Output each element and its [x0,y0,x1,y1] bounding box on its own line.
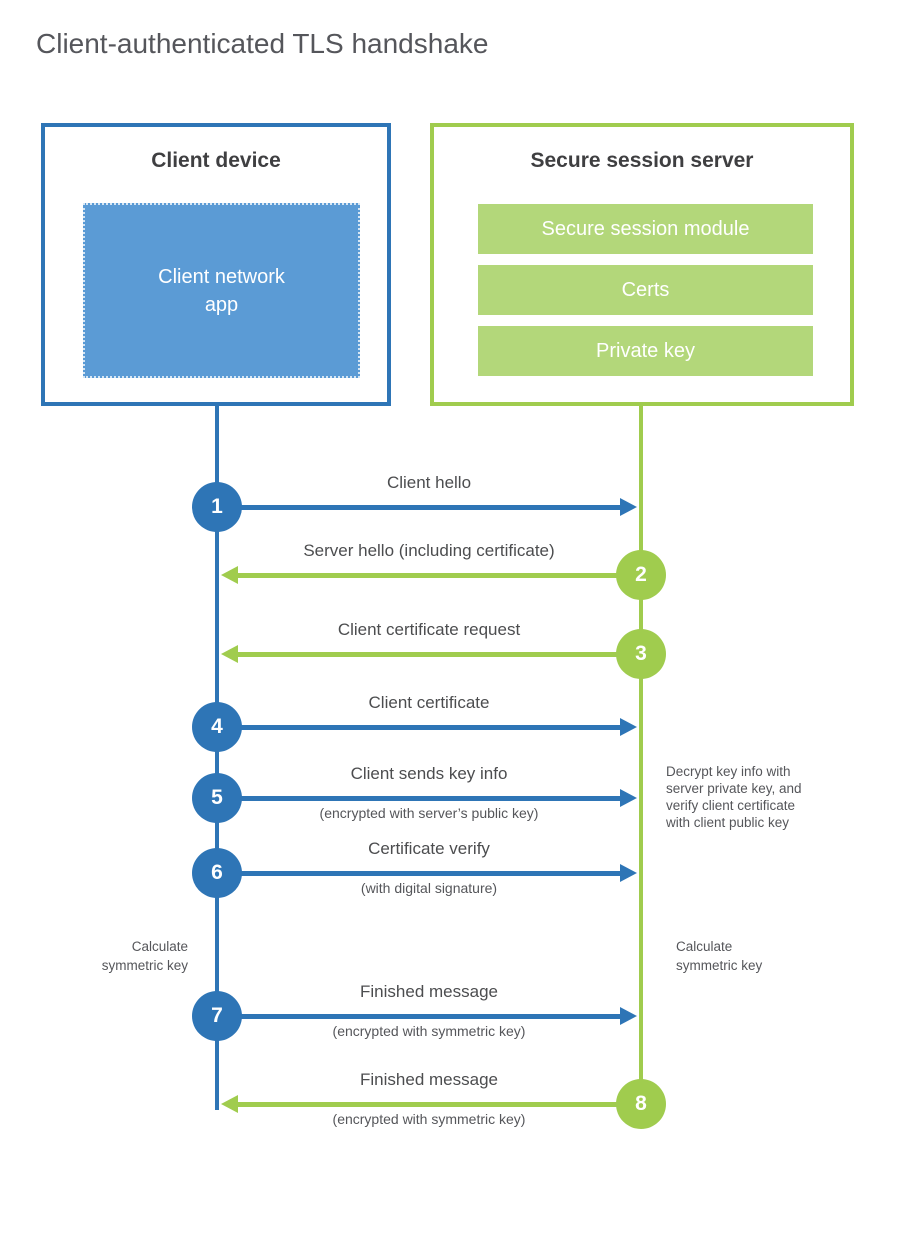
step-2-circle: 2 [616,550,666,600]
client-device-title: Client device [151,149,281,172]
step-1-arrow [217,505,622,510]
calculate-symmetric-key-left: Calculate symmetric key [101,939,188,973]
step-6-arrow [217,871,622,876]
step-8-arrow [236,1102,641,1107]
calculate-symmetric-key-right: Calculate symmetric key [676,939,763,973]
server-title: Secure session server [530,149,754,172]
arrow-left-icon [221,566,238,584]
step-2-label: Server hello (including certificate) [303,541,555,560]
arrow-left-icon [221,645,238,663]
client-device-box: Client device Client network app [41,123,391,406]
step-7-sublabel: (encrypted with symmetric key) [332,1023,526,1039]
step-3-number: 3 [635,642,647,665]
step-3-label: Client certificate request [337,620,521,639]
arrow-right-icon [620,789,637,807]
server-module-secure-session: Secure session module [478,204,813,254]
server-box: Secure session server Secure session mod… [430,123,854,406]
step-5-sublabel: (encrypted with server’s public key) [319,805,539,821]
arrow-right-icon [620,864,637,882]
step-2-arrow [236,573,641,578]
step-4-number: 4 [211,715,223,738]
step-3-circle: 3 [616,629,666,679]
arrow-right-icon [620,718,637,736]
step-6-number: 6 [211,861,223,884]
step-7-number: 7 [211,1004,223,1027]
arrow-left-icon [221,1095,238,1113]
step-8-number: 8 [635,1092,647,1115]
step-4-circle: 4 [192,702,242,752]
step-8-sublabel: (encrypted with symmetric key) [332,1111,526,1127]
server-lifeline [639,406,643,1106]
step-6-label: Certificate verify [368,839,490,858]
server-module-certs: Certs [478,265,813,315]
client-network-app-box: Client network app [83,203,360,378]
step-7-circle: 7 [192,991,242,1041]
server-module-private-key: Private key [478,326,813,376]
step-6-circle: 6 [192,848,242,898]
step-7-label: Finished message [360,982,498,1001]
decrypt-note: Decrypt key info with server private key… [666,764,802,830]
step-6-sublabel: (with digital signature) [360,880,498,896]
step-1-label: Client hello [386,473,472,492]
step-5-number: 5 [211,786,223,809]
step-8-label: Finished message [360,1070,498,1089]
page-title: Client-authenticated TLS handshake [36,28,489,59]
step-4-label: Client certificate [368,693,490,712]
step-5-arrow [217,796,622,801]
step-3-arrow [236,652,641,657]
step-1-number: 1 [211,495,223,518]
arrow-right-icon [620,1007,637,1025]
client-lifeline [215,406,219,1110]
step-8-circle: 8 [616,1079,666,1129]
step-7-arrow [217,1014,622,1019]
step-5-circle: 5 [192,773,242,823]
step-2-number: 2 [635,563,647,586]
step-5-label: Client sends key info [350,764,508,783]
step-4-arrow [217,725,622,730]
step-1-circle: 1 [192,482,242,532]
arrow-right-icon [620,498,637,516]
